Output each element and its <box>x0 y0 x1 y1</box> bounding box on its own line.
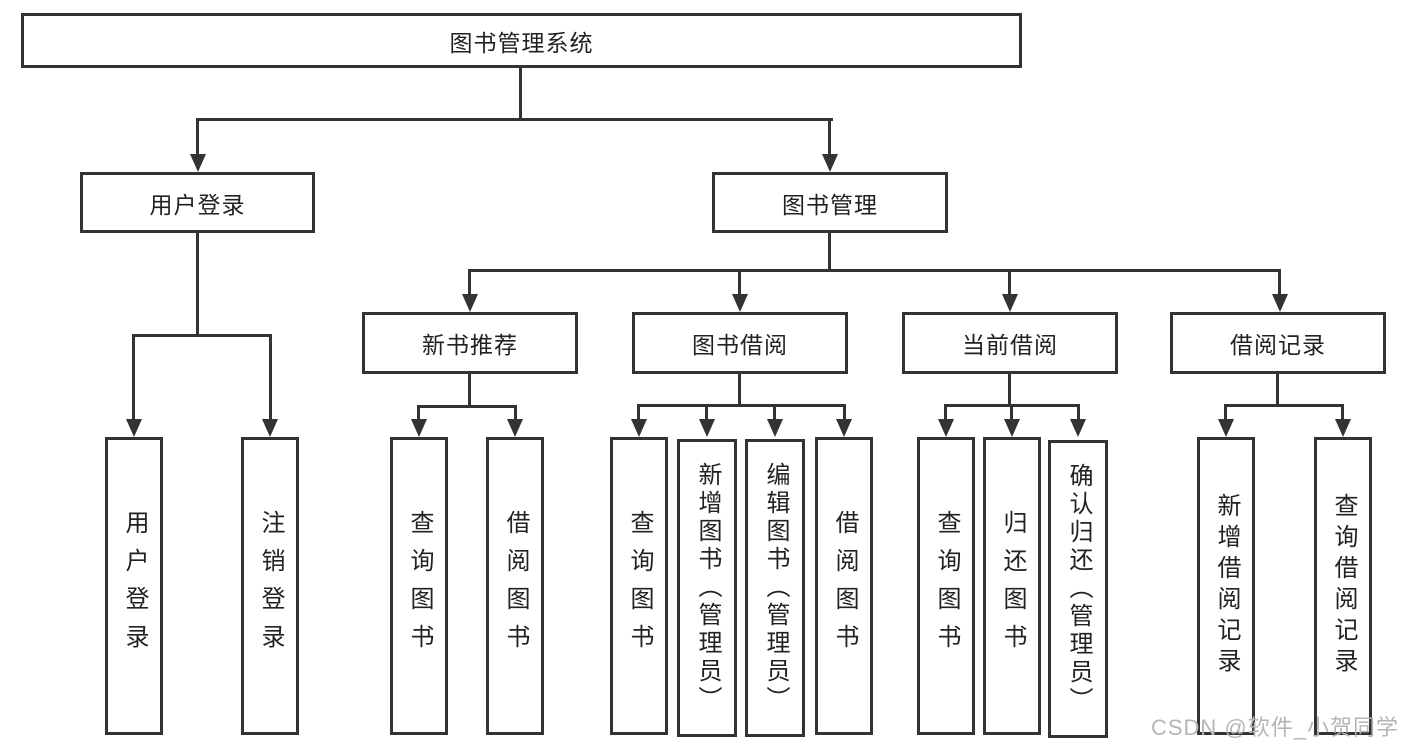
node-label: 借阅图书 <box>831 510 858 662</box>
connector-line <box>944 404 947 422</box>
leaf-logout: 注销登录 <box>241 437 299 735</box>
connector-arrow <box>938 419 954 437</box>
leaf-bb-add-book-admin: 新增图书（管理员） <box>677 439 737 737</box>
connector-arrow <box>822 154 838 172</box>
node-label: 编辑图书（管理员） <box>762 462 789 714</box>
connector-arrow <box>411 419 427 437</box>
node-label: 新增图书（管理员） <box>694 462 721 714</box>
node-label: 用户登录 <box>121 510 148 662</box>
connector-line <box>828 233 831 272</box>
connector-line <box>1341 404 1344 422</box>
connector-line <box>468 269 1281 272</box>
node-label: 归还图书 <box>999 510 1026 662</box>
node-label: 借阅记录 <box>1230 332 1326 358</box>
node-new-book-recommend: 新书推荐 <box>362 312 578 374</box>
connector-arrow <box>699 419 715 437</box>
connector-line <box>738 269 741 297</box>
leaf-bb-query-book: 查询图书 <box>610 437 668 735</box>
node-book-management: 图书管理 <box>712 172 948 233</box>
connector-line <box>417 405 420 423</box>
node-root: 图书管理系统 <box>21 13 1022 68</box>
connector-line <box>1224 404 1227 422</box>
leaf-bb-borrow-book: 借阅图书 <box>815 437 873 735</box>
connector-line <box>196 118 199 156</box>
connector-arrow <box>1004 419 1020 437</box>
node-label: 注销登录 <box>257 510 284 662</box>
connector-arrow <box>767 419 783 437</box>
node-label: 查询图书 <box>933 510 960 662</box>
leaf-cb-confirm-return-admin: 确认归还（管理员） <box>1048 440 1108 738</box>
node-label: 用户登录 <box>149 191 246 218</box>
connector-line <box>637 404 640 422</box>
connector-arrow <box>732 294 748 312</box>
connector-line <box>468 269 471 297</box>
connector-line <box>514 405 517 423</box>
node-user-login: 用户登录 <box>80 172 315 233</box>
connector-line <box>132 334 135 420</box>
connector-line <box>519 68 522 120</box>
node-label: 图书管理 <box>782 191 878 218</box>
connector-line <box>1008 269 1011 297</box>
node-borrow-records: 借阅记录 <box>1170 312 1386 374</box>
leaf-nbr-borrow-book: 借阅图书 <box>486 437 544 735</box>
connector-line <box>843 404 846 422</box>
leaf-br-add-record: 新增借阅记录 <box>1197 437 1255 735</box>
connector-line <box>132 334 272 337</box>
node-label: 新书推荐 <box>422 332 518 358</box>
node-label: 当前借阅 <box>962 332 1058 358</box>
connector-line <box>1010 404 1013 422</box>
node-label: 查询借阅记录 <box>1330 493 1357 679</box>
leaf-br-query-record: 查询借阅记录 <box>1314 437 1372 735</box>
leaf-user-login: 用户登录 <box>105 437 163 735</box>
connector-arrow <box>190 154 206 172</box>
node-label: 确认归还（管理员） <box>1065 463 1092 715</box>
connector-line <box>196 233 199 337</box>
connector-line <box>1278 269 1281 297</box>
connector-arrow <box>1002 294 1018 312</box>
connector-line <box>773 404 776 422</box>
connector-line <box>1224 404 1344 407</box>
csdn-watermark: CSDN @软件_小贺同学 <box>1150 715 1399 740</box>
node-book-borrow: 图书借阅 <box>632 312 848 374</box>
connector-arrow <box>462 294 478 312</box>
connector-arrow <box>262 419 278 437</box>
node-label: 新增借阅记录 <box>1213 493 1240 679</box>
connector-arrow <box>126 419 142 437</box>
connector-arrow <box>507 419 523 437</box>
node-label: 查询图书 <box>406 510 433 662</box>
connector-line <box>637 404 846 407</box>
connector-arrow <box>1218 419 1234 437</box>
connector-line <box>269 334 272 420</box>
leaf-nbr-query-book: 查询图书 <box>390 437 448 735</box>
node-label: 借阅图书 <box>502 510 529 662</box>
leaf-cb-return-book: 归还图书 <box>983 437 1041 735</box>
connector-line <box>828 118 831 156</box>
node-label: 图书管理系统 <box>449 29 594 56</box>
connector-line <box>417 405 517 408</box>
connector-line <box>1077 404 1080 422</box>
connector-line <box>738 374 741 405</box>
leaf-cb-query-book: 查询图书 <box>917 437 975 735</box>
leaf-bb-edit-book-admin: 编辑图书（管理员） <box>745 439 805 737</box>
node-label: 图书借阅 <box>692 332 788 358</box>
connector-line <box>1276 374 1279 405</box>
connector-arrow <box>1335 419 1351 437</box>
connector-line <box>1008 374 1011 405</box>
connector-arrow <box>1070 419 1086 437</box>
connector-line <box>468 374 471 407</box>
connector-line <box>196 118 833 121</box>
node-current-borrow: 当前借阅 <box>902 312 1118 374</box>
connector-line <box>705 404 708 422</box>
node-label: 查询图书 <box>626 510 653 662</box>
connector-arrow <box>836 419 852 437</box>
connector-arrow <box>1272 294 1288 312</box>
connector-arrow <box>631 419 647 437</box>
